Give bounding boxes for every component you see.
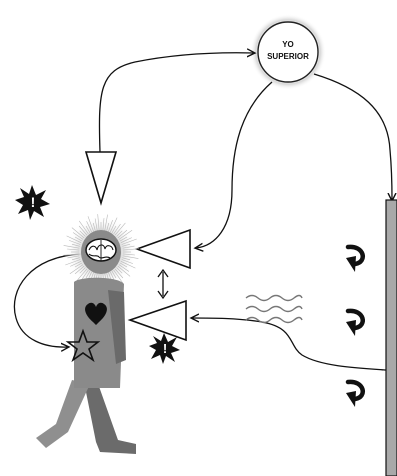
open-triangle-arrowhead-icon-head [137, 230, 190, 268]
arrow-higher-self-to-wall [314, 74, 392, 200]
exclamation-burst-icon-chest: ! [149, 333, 180, 364]
exclamation-burst-icon-top-left: ! [15, 185, 50, 220]
open-triangle-arrowhead-icon-down [86, 152, 116, 203]
open-triangle-arrowhead-icon-chest [130, 301, 186, 340]
curved-return-arrow-icon-2 [346, 311, 363, 336]
svg-text:!: ! [163, 341, 167, 356]
arrow-head-to-higher-self [99, 53, 254, 152]
double-headed-arrow-icon [158, 270, 168, 298]
wall-panel [386, 200, 397, 476]
higher-self-label-line1: YO [282, 40, 294, 49]
higher-self-node: YO SUPERIOR [250, 14, 326, 90]
figure-front-leg [36, 380, 90, 448]
curved-return-arrow-icon-1 [346, 247, 363, 272]
curved-return-arrow-icon-3 [346, 382, 363, 407]
arrow-higher-self-to-head [196, 82, 272, 248]
person-figure [36, 214, 139, 454]
svg-text:!: ! [31, 194, 36, 210]
higher-self-label-line2: SUPERIOR [267, 52, 309, 61]
wave-lines-icon [246, 296, 302, 323]
figure-back-leg [84, 378, 136, 454]
brain-icon [86, 239, 116, 261]
